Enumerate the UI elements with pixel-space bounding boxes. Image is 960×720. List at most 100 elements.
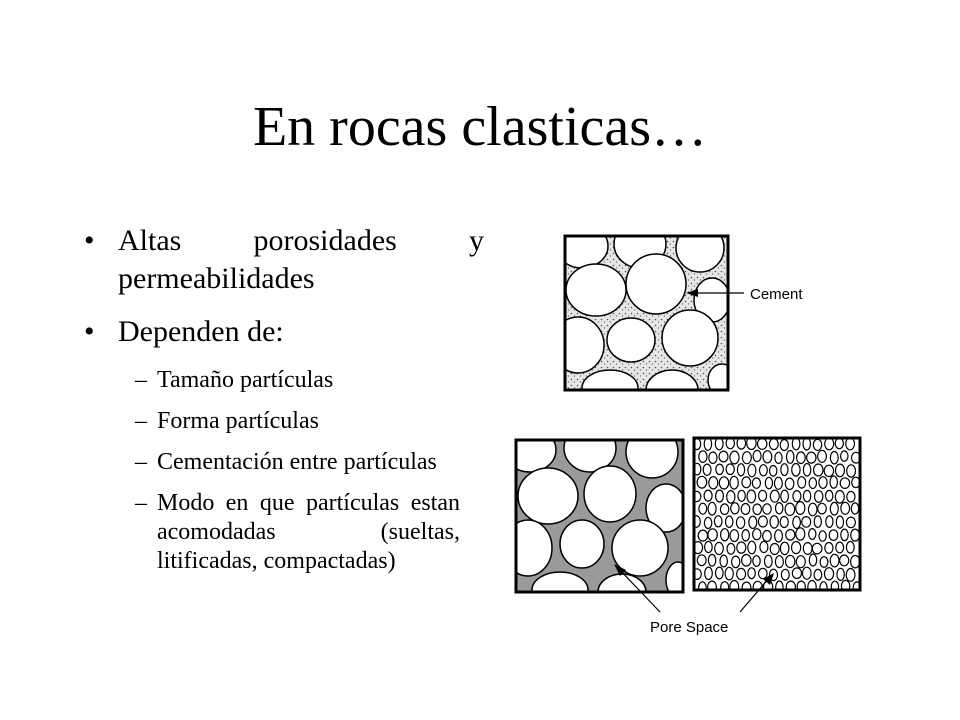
compacted-grain	[797, 476, 807, 489]
compacted-grain	[824, 438, 835, 451]
compacted-grain	[741, 528, 751, 542]
compacted-grain	[801, 566, 812, 580]
panel-border	[692, 436, 862, 592]
compacted-grain	[808, 553, 818, 567]
compacted-grain	[850, 451, 860, 464]
compacted-grain	[828, 529, 839, 541]
compacted-grain	[751, 477, 762, 489]
compacted-grain	[747, 567, 756, 580]
compacted-grain	[811, 542, 823, 555]
panel-border	[514, 438, 685, 594]
compacted-grain	[775, 580, 784, 590]
subbullet-text: Cementación entre partículas	[157, 449, 437, 475]
compacted-grain	[768, 438, 779, 451]
compacted-grain	[729, 475, 739, 490]
compacted-grain	[713, 515, 723, 528]
compacted-grain	[785, 449, 795, 464]
compacted-grain	[802, 541, 813, 555]
compacted-grain	[748, 515, 758, 530]
compacted-grain	[830, 580, 840, 590]
compacted-grain	[752, 449, 762, 463]
compacted-grain	[840, 501, 851, 515]
compacted-grain	[736, 541, 747, 554]
compacted-grain	[769, 489, 780, 503]
compacted-grain	[703, 489, 713, 502]
bullet-marker: •	[84, 224, 95, 257]
compacted-grain	[824, 541, 834, 554]
compacted-grain	[714, 438, 724, 451]
compacted-grain	[801, 516, 812, 528]
compacted-grain	[785, 580, 796, 590]
compacted-grain	[780, 463, 789, 477]
compacted-grain	[769, 542, 780, 556]
compacted-grain	[784, 554, 796, 569]
compacted-grain	[813, 490, 824, 503]
subbullet-text: Modo en que partículas estan acomodadas …	[157, 490, 460, 574]
compacted-grain	[715, 463, 724, 476]
compacted-grain	[746, 438, 757, 451]
compacted-grain	[740, 553, 752, 567]
compacted-grain	[807, 502, 818, 517]
compacted-grain	[780, 568, 790, 581]
compacted-grain	[774, 502, 784, 515]
compacted-grain	[795, 527, 806, 541]
compacted-grain	[726, 542, 736, 555]
compacted-grain	[762, 529, 772, 543]
compacted-grain	[698, 502, 708, 515]
compacted-grain	[779, 515, 789, 529]
compacted-grain	[773, 529, 783, 543]
subbullet-item: – Cementación entre partículas	[84, 448, 484, 477]
compacted-grain	[791, 462, 801, 477]
compacted-grain	[702, 463, 712, 476]
compacted-grain	[757, 515, 769, 528]
compacted-grain	[719, 503, 730, 516]
compacted-grain	[807, 579, 817, 590]
compacted-grain	[720, 581, 730, 590]
compacted-grain	[818, 530, 827, 542]
compacted-grain	[802, 489, 812, 503]
cemented-grains-panel	[563, 234, 730, 392]
compacted-grain	[735, 567, 747, 581]
compacted-grain	[769, 515, 779, 529]
compacted-grain	[823, 464, 835, 478]
compacted-grain	[741, 451, 753, 465]
compacted-grain	[714, 541, 724, 556]
compacted-grain	[834, 463, 846, 478]
subbullet-marker: –	[135, 449, 147, 475]
compacted-grain	[784, 477, 795, 491]
compacted-grain	[813, 568, 823, 581]
grain-group	[516, 440, 683, 592]
compacted-grain	[792, 490, 802, 503]
compacted-grain	[762, 503, 772, 515]
compacted-grain	[747, 463, 757, 478]
compacted-grain	[839, 450, 849, 462]
compacted-grain	[784, 502, 796, 517]
compacted-grain	[802, 438, 811, 451]
subbullet-text: Tamaño partículas	[157, 367, 334, 393]
compacted-grain	[736, 463, 746, 477]
compacted-grain	[835, 515, 845, 529]
compacted-grain	[719, 554, 729, 568]
slide-title: En rocas clasticas…	[252, 96, 708, 158]
compacted-grain	[729, 529, 740, 543]
compacted-grain	[724, 566, 734, 581]
bullet-list: • Altas porosidades y permeabilidades • …	[84, 222, 484, 588]
subbullet-item: – Tamaño partículas	[84, 366, 484, 395]
compacted-grain	[785, 528, 796, 541]
compacted-grain	[698, 581, 707, 590]
compacted-grain	[823, 567, 835, 581]
compacted-grain	[731, 555, 741, 569]
porosity-figure: Cement	[514, 234, 862, 636]
compacted-grain	[819, 556, 829, 568]
compacted-grain	[741, 476, 752, 489]
porous-grains-panel	[514, 438, 685, 594]
compacted-grain	[773, 476, 783, 490]
compacted-grain	[812, 438, 823, 451]
compacted-grain	[703, 438, 713, 451]
compacted-grain	[808, 527, 817, 540]
bullet-marker: •	[84, 315, 95, 348]
compacted-grain	[694, 515, 701, 528]
compacted-grain	[707, 553, 717, 567]
compacted-grain	[802, 462, 812, 477]
